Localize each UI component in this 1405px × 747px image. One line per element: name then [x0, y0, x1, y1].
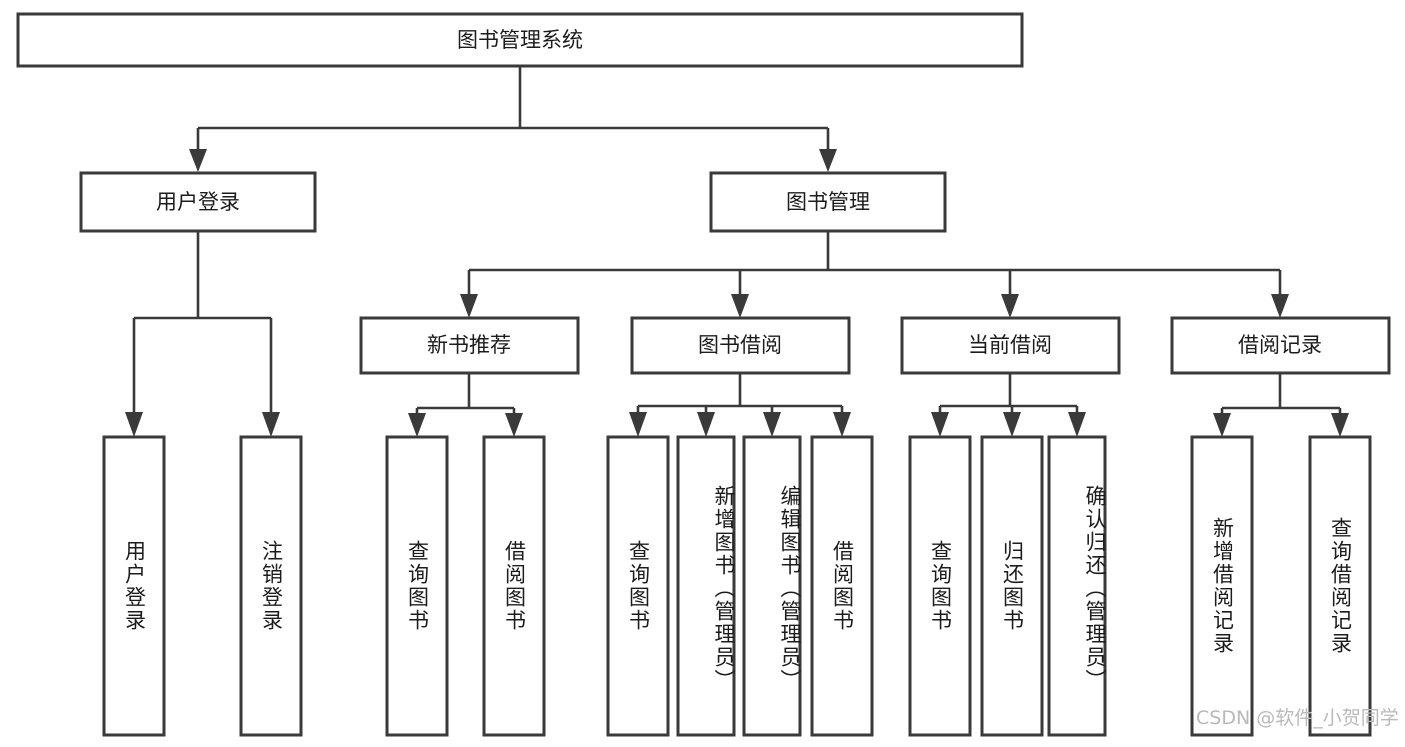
node-leaf-edit-book-rect[interactable] [742, 435, 802, 737]
arrowhead-leaf-query-book-2 [629, 412, 647, 437]
node-leaf-query-record-label: 查询借阅记录 [1328, 517, 1353, 655]
node-root-rect[interactable] [16, 12, 1024, 68]
node-book-manage[interactable]: 图书管理 [709, 171, 947, 233]
node-leaf-logout-label: 注销登录 [259, 540, 284, 632]
arrowhead-borrow-record [1271, 294, 1289, 318]
node-user-login[interactable]: 用户登录 [79, 171, 317, 233]
node-borrow-record[interactable]: 借阅记录 [1170, 316, 1391, 375]
leaf-rect-group [102, 435, 1372, 737]
arrowhead-current-borrow [1001, 294, 1019, 318]
arrowhead-leaf-borrow-book-1 [505, 413, 523, 437]
node-borrow-record-rect[interactable] [1170, 316, 1391, 375]
arrowhead-user-login [189, 149, 207, 172]
node-current-borrow[interactable]: 当前借阅 [900, 316, 1121, 375]
arrowhead-leaf-return-book [1003, 412, 1021, 437]
arrowhead-leaf-confirm-return [1068, 412, 1086, 437]
node-leaf-query-book-2-label: 查询图书 [626, 540, 651, 632]
node-book-manage-rect[interactable] [709, 171, 947, 233]
arrowhead-leaf-borrow-book-2 [833, 412, 851, 437]
node-user-login-rect[interactable] [79, 171, 317, 233]
node-leaf-borrow-book-2-rect[interactable] [810, 435, 874, 737]
node-current-borrow-rect[interactable] [900, 316, 1121, 375]
arrowhead-leaf-query-book-3 [931, 412, 949, 437]
node-leaf-query-book-2-rect[interactable] [606, 435, 670, 737]
node-leaf-borrow-book-1-rect[interactable] [482, 435, 546, 737]
node-leaf-user-login-label: 用户登录 [122, 540, 147, 632]
node-book-borrow-rect[interactable] [630, 316, 851, 375]
node-new-book-rec-label: 新书推荐 [427, 333, 511, 357]
node-user-login-label: 用户登录 [156, 190, 240, 214]
node-book-borrow[interactable]: 图书借阅 [630, 316, 851, 375]
arrowhead-leaf-edit-book [763, 412, 781, 437]
arrowhead-book-manage [819, 149, 837, 172]
node-root-label: 图书管理系统 [457, 28, 583, 52]
arrowhead-new-book-rec [460, 294, 478, 318]
node-book-manage-label: 图书管理 [786, 190, 870, 214]
connector-group-user-login [125, 231, 280, 437]
node-leaf-borrow-book-1-label: 借阅图书 [502, 540, 527, 632]
arrowhead-leaf-add-record [1213, 413, 1231, 437]
node-new-book-rec-rect[interactable] [359, 316, 580, 375]
node-leaf-user-login-rect[interactable] [102, 435, 166, 737]
arrowhead-leaf-query-record [1331, 413, 1349, 437]
node-new-book-rec[interactable]: 新书推荐 [359, 316, 580, 375]
arrowhead-leaf-query-book-1 [408, 413, 426, 437]
node-leaf-query-book-3-rect[interactable] [908, 435, 972, 737]
node-leaf-query-record-rect[interactable] [1308, 435, 1372, 737]
connector-group-book-manage [460, 231, 1289, 318]
node-root[interactable]: 图书管理系统 [16, 12, 1024, 68]
node-leaf-edit-book-label: 编辑图书（管理员） [778, 484, 802, 692]
node-leaf-confirm-return-label: 确认归还（管理员） [1083, 484, 1107, 692]
node-leaf-return-book-rect[interactable] [980, 435, 1044, 737]
node-leaf-add-book-label: 新增图书（管理员） [712, 484, 736, 692]
connector-group-root [189, 66, 837, 172]
node-leaf-add-record-label: 新增借阅记录 [1210, 517, 1235, 655]
connector-group-current-borrow [931, 373, 1086, 437]
node-leaf-confirm-return-rect[interactable] [1047, 435, 1107, 737]
node-book-borrow-label: 图书借阅 [698, 333, 782, 357]
node-leaf-return-book-label: 归还图书 [1000, 540, 1025, 632]
node-leaf-query-book-3-label: 查询图书 [928, 540, 953, 632]
node-current-borrow-label: 当前借阅 [968, 333, 1052, 357]
node-leaf-add-book-rect[interactable] [676, 435, 736, 737]
node-leaf-add-record-rect[interactable] [1190, 435, 1254, 737]
node-leaf-borrow-book-2-label: 借阅图书 [830, 540, 855, 632]
node-leaf-query-book-1-label: 查询图书 [405, 540, 430, 632]
node-leaf-query-book-1-rect[interactable] [385, 435, 449, 737]
arrowhead-book-borrow [731, 294, 749, 318]
arrowhead-leaf-logout [262, 412, 280, 437]
connector-group-borrow-record [1213, 373, 1349, 437]
node-leaf-logout-rect[interactable] [239, 435, 303, 737]
csdn-watermark: CSDN @软件_小贺同学 [1196, 707, 1399, 729]
connector-group-new-book-rec [408, 373, 523, 437]
node-borrow-record-label: 借阅记录 [1238, 333, 1322, 357]
arrowhead-leaf-add-book [697, 412, 715, 437]
arrowhead-leaf-user-login [125, 412, 143, 437]
connector-group-book-borrow [629, 373, 851, 437]
